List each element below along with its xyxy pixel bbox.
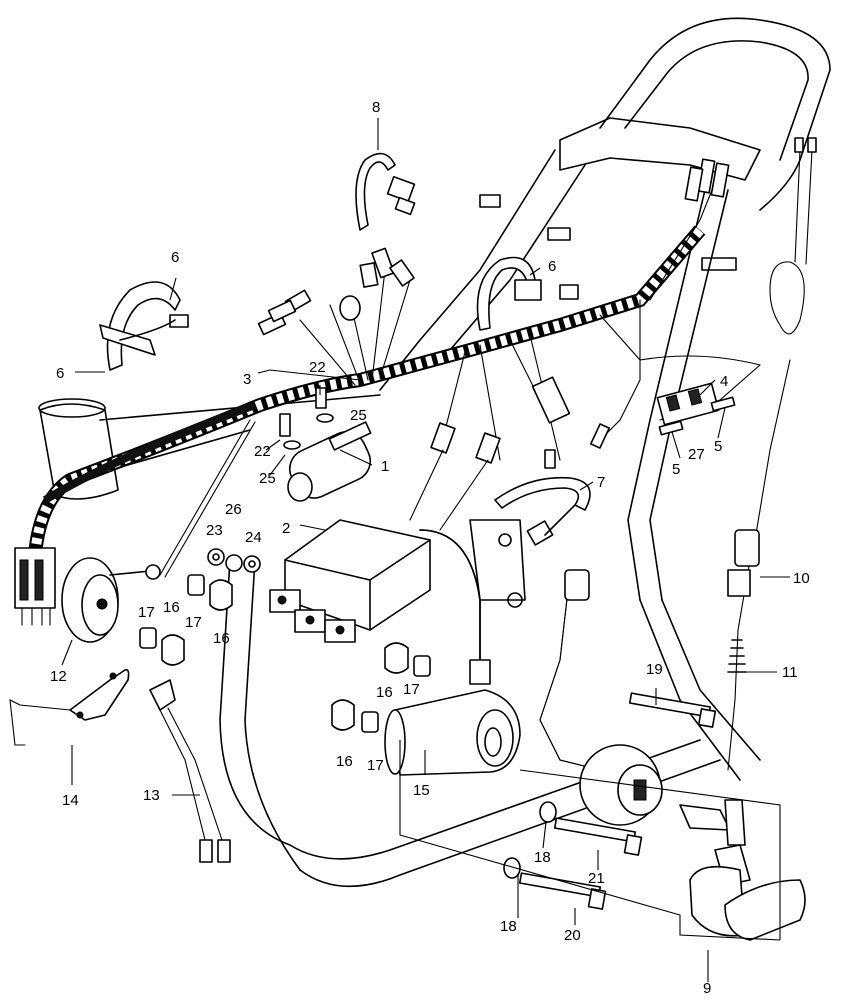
callout-15: 15	[413, 782, 430, 799]
callout-17: 17	[403, 681, 420, 698]
motorcycle-frame	[38, 17, 831, 888]
callout-13: 13	[143, 787, 160, 804]
callout-3: 3	[243, 371, 251, 388]
ignition-switch-assembly	[399, 569, 806, 941]
callout-20: 20	[564, 927, 581, 944]
callout-16: 16	[163, 599, 180, 616]
ignition-coil	[269, 422, 501, 685]
tachometer-cable	[727, 137, 817, 771]
fuse-holder	[656, 382, 736, 436]
callout-16: 16	[376, 684, 393, 701]
callout-24: 24	[245, 529, 262, 546]
callout-1: 1	[381, 458, 389, 475]
condenser	[287, 421, 372, 502]
callout-16: 16	[213, 630, 230, 647]
callout-labels: 1 2 3 4 5 5 6 6 6 7 8 9 10 11 12 13 14 1…	[50, 99, 810, 997]
callout-2: 2	[282, 520, 290, 537]
mounting-hardware	[139, 387, 431, 733]
callout-6: 6	[548, 258, 556, 275]
callout-9: 9	[703, 980, 711, 997]
brake-light-switch	[149, 679, 231, 863]
main-wire-harness	[28, 158, 761, 556]
callout-23: 23	[206, 522, 223, 539]
callout-14: 14	[62, 792, 79, 809]
cable-band-8	[355, 152, 416, 231]
callout-22: 22	[254, 443, 271, 460]
callout-4: 4	[720, 373, 728, 390]
switch-spring-bracket	[9, 668, 130, 746]
callout-26: 26	[225, 501, 242, 518]
harness-band-6-left	[99, 281, 189, 371]
callout-6: 6	[171, 249, 179, 266]
callout-18: 18	[500, 918, 517, 935]
callout-17: 17	[367, 757, 384, 774]
callout-25: 25	[350, 407, 367, 424]
battery-holder-tube	[384, 689, 521, 776]
callout-17: 17	[138, 604, 155, 621]
callout-16: 16	[336, 753, 353, 770]
callout-19: 19	[646, 661, 663, 678]
horn	[61, 557, 161, 643]
leader-lines	[61, 118, 790, 982]
cable-band-7	[494, 476, 591, 546]
callout-7: 7	[597, 474, 605, 491]
callout-11: 11	[782, 664, 798, 681]
callout-27: 27	[688, 446, 705, 463]
callout-5: 5	[672, 461, 680, 478]
callout-6: 6	[56, 365, 64, 382]
callout-10: 10	[793, 570, 810, 587]
callout-8: 8	[372, 99, 380, 116]
callout-21: 21	[588, 870, 605, 887]
callout-12: 12	[50, 668, 67, 685]
callout-17: 17	[185, 614, 202, 631]
callout-18: 18	[534, 849, 551, 866]
callout-25: 25	[259, 470, 276, 487]
callout-22: 22	[309, 359, 326, 376]
harness-band-6-right	[476, 256, 542, 331]
callout-5: 5	[714, 438, 722, 455]
front-connector-block	[14, 547, 56, 626]
